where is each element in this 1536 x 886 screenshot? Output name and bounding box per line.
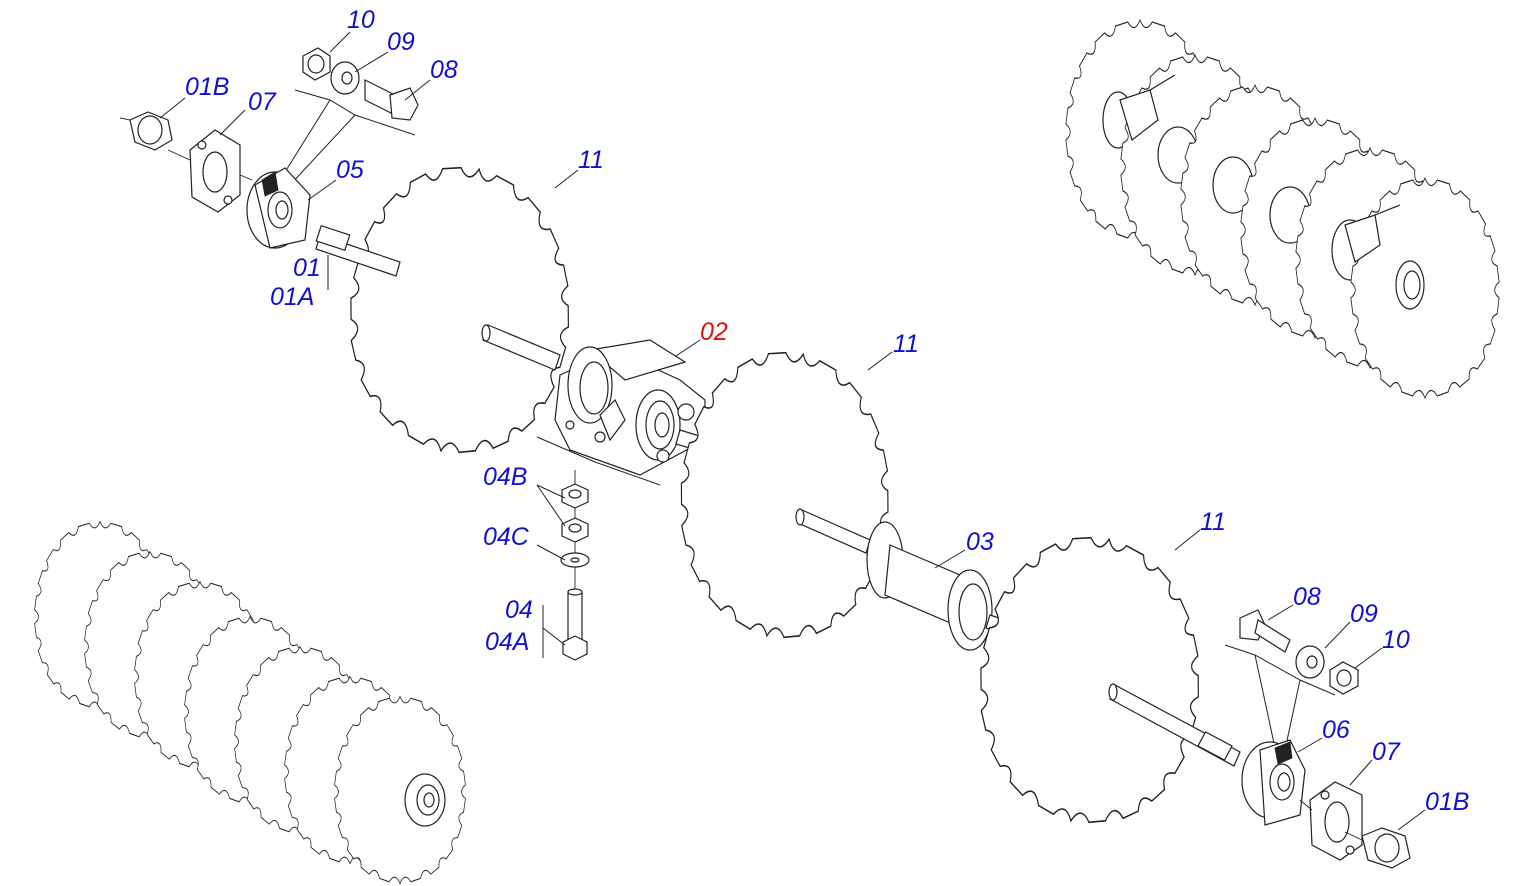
label-08-bottom: 08: [1293, 583, 1321, 611]
axle-shaft-right: [1108, 683, 1241, 767]
label-04a: 04A: [485, 628, 529, 656]
disc-gang-bottom-left: [34, 520, 466, 885]
flange-plate-07-bottom: [1299, 781, 1363, 861]
hardware-set-bottom-right: [1224, 609, 1359, 751]
label-04b: 04B: [483, 463, 527, 491]
label-09-top: 09: [387, 28, 415, 56]
label-09-bottom: 09: [1350, 600, 1378, 628]
disc-blade-11-left: [332, 143, 588, 477]
label-05: 05: [336, 156, 364, 184]
label-01b-top: 01B: [185, 73, 229, 101]
part-labels: 10 09 08 01B 07 05 11 01 01A 02 11 04B 0…: [185, 6, 1469, 816]
spacer-spool-03: [795, 508, 1036, 651]
hardware-set-top-left: [279, 47, 419, 186]
label-01b-bottom: 01B: [1425, 788, 1469, 816]
label-11-left: 11: [578, 146, 604, 174]
bearing-housing-06: [1241, 739, 1306, 826]
label-11-middle: 11: [893, 330, 919, 358]
disc-blade-11-right: [962, 513, 1218, 847]
disc-blade-11-middle: [664, 328, 906, 662]
nut-01b-bottom: [1344, 827, 1411, 869]
label-01a: 01A: [270, 283, 314, 311]
label-10-bottom: 10: [1382, 626, 1410, 654]
bearing-housing-02: [554, 339, 736, 476]
nut-01b-top: [119, 111, 173, 151]
bearing-housing-05: [246, 167, 311, 249]
label-08-top: 08: [430, 56, 458, 84]
flange-plate-07-top: [167, 129, 253, 213]
label-10-top: 10: [347, 6, 375, 34]
label-03: 03: [966, 528, 994, 556]
label-07-bottom: 07: [1372, 738, 1401, 766]
label-07-top: 07: [248, 88, 277, 116]
label-04: 04: [505, 596, 533, 624]
label-01: 01: [293, 254, 321, 282]
disc-gang-top-right: [1065, 19, 1500, 399]
bolt-set-04: [536, 436, 661, 661]
label-04c: 04C: [483, 523, 530, 551]
label-11-right: 11: [1200, 508, 1226, 536]
label-06: 06: [1322, 716, 1350, 744]
axle-shaft-left: [315, 225, 561, 371]
leader-lines: [159, 31, 1426, 831]
label-02: 02: [700, 318, 728, 346]
